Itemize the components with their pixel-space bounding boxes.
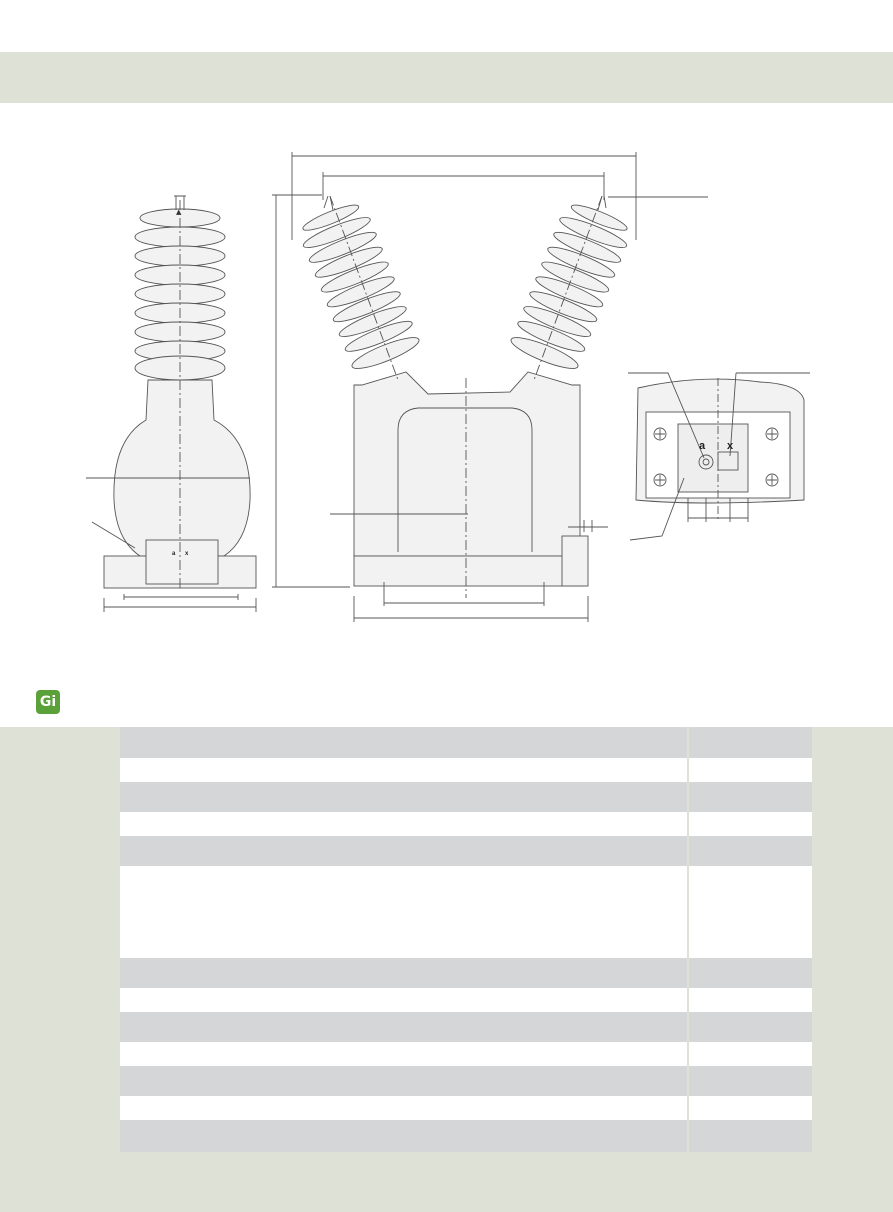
table-cell-label bbox=[120, 758, 687, 782]
table-row bbox=[120, 782, 812, 812]
table-cell-value bbox=[689, 866, 812, 958]
table-row bbox=[120, 1120, 812, 1152]
table-cell-label bbox=[120, 812, 687, 836]
table-cell-value bbox=[689, 1120, 812, 1152]
side-terminal-label-x: x bbox=[185, 551, 189, 557]
table-row bbox=[120, 1066, 812, 1096]
table-cell-label bbox=[120, 1066, 687, 1096]
table-row bbox=[120, 812, 812, 836]
table-cell-label bbox=[120, 1012, 687, 1042]
table-row bbox=[120, 836, 812, 866]
table-cell-label bbox=[120, 782, 687, 812]
table-cell-value bbox=[689, 782, 812, 812]
terminal-box-detail bbox=[635, 378, 805, 504]
logo-text: Gi bbox=[39, 694, 57, 710]
table-cell-value bbox=[689, 958, 812, 988]
table-cell-value bbox=[689, 1042, 812, 1066]
spec-table bbox=[120, 727, 812, 1152]
table-cell-value bbox=[689, 988, 812, 1012]
table-cell-value bbox=[689, 727, 812, 758]
company-logo-icon: Gi bbox=[36, 690, 60, 714]
table-cell-value bbox=[689, 758, 812, 782]
table-cell-label bbox=[120, 958, 687, 988]
table-row bbox=[120, 1096, 812, 1120]
front-view bbox=[302, 204, 628, 587]
mark: ▲ bbox=[176, 208, 182, 216]
table-row bbox=[120, 758, 812, 782]
table-cell-value bbox=[689, 1012, 812, 1042]
table-cell-label bbox=[120, 988, 687, 1012]
table-row bbox=[120, 727, 812, 758]
table-cell-label bbox=[120, 836, 687, 866]
table-cell-value bbox=[689, 836, 812, 866]
table-cell-label bbox=[120, 1096, 687, 1120]
table-cell-value bbox=[689, 812, 812, 836]
table-cell-value bbox=[689, 1066, 812, 1096]
side-view bbox=[103, 208, 257, 589]
table-cell-label bbox=[120, 1120, 687, 1152]
terminal-label-a: a bbox=[699, 440, 706, 452]
table-cell-value bbox=[689, 1096, 812, 1120]
table-row bbox=[120, 1042, 812, 1066]
side-terminal-label-a: a bbox=[172, 551, 176, 557]
table-row bbox=[120, 988, 812, 1012]
table-cell-label bbox=[120, 1042, 687, 1066]
table-cell-label bbox=[120, 727, 687, 758]
terminal-label-x: x bbox=[727, 440, 734, 452]
table-cell-label bbox=[120, 866, 687, 958]
table-row bbox=[120, 958, 812, 988]
table-row bbox=[120, 1012, 812, 1042]
table-row bbox=[120, 866, 812, 958]
header-band bbox=[0, 52, 893, 103]
technical-drawing: ▲ a x a x bbox=[86, 152, 810, 622]
